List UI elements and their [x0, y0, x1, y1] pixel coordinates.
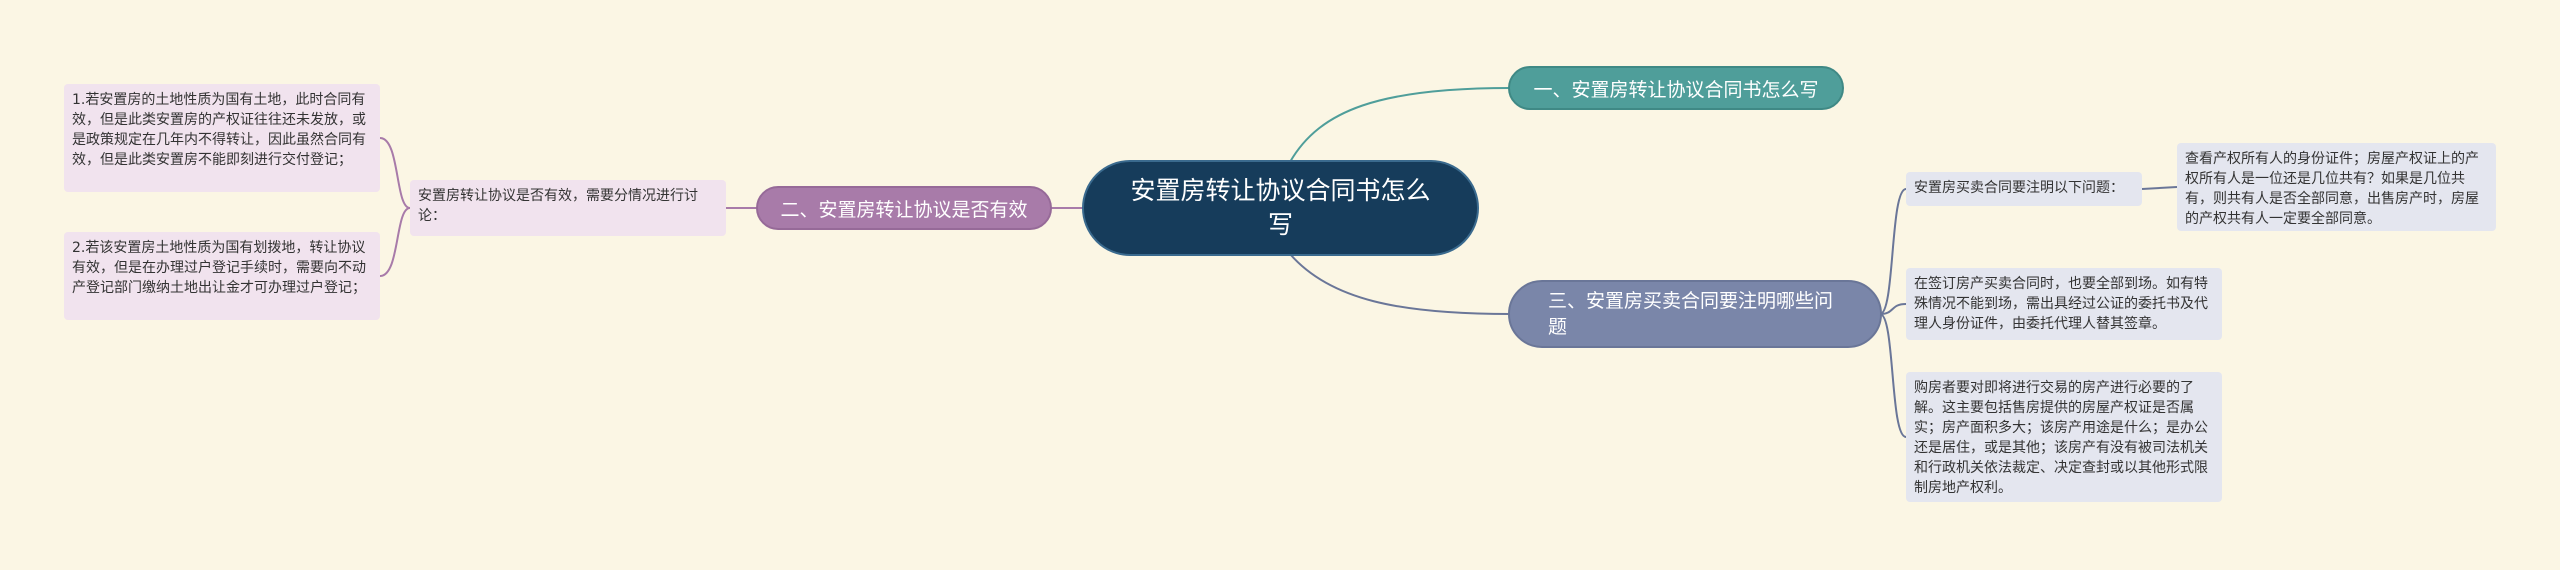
branch-3-item-1-text: 在签订房产买卖合同时，也要全部到场。如有特殊情况不能到场，需出具经过公证的委托书… — [1914, 276, 2208, 332]
branch-2-item-1[interactable]: 1.若安置房的土地性质为国有土地，此时合同有效，但是此类安置房的产权证往往还未发… — [64, 84, 380, 192]
branch-2-label: 二、安置房转让协议是否有效 — [780, 198, 1028, 221]
branch-3-item-2[interactable]: 购房者要对即将进行交易的房产进行必要的了解。这主要包括售房提供的房屋产权证是否属… — [1906, 372, 2222, 502]
branch-1[interactable]: 一、安置房转让协议合同书怎么写 — [1508, 66, 1844, 110]
branch-2-item-2-text: 2.若该安置房土地性质为国有划拨地，转让协议有效，但是在办理过户登记手续时，需要… — [72, 240, 366, 296]
link-center-b1 — [1289, 87, 1511, 163]
branch-3-intro-child[interactable]: 查看产权所有人的身份证件；房屋产权证上的产权所有人是一位还是几位共有？如果是几位… — [2177, 143, 2496, 231]
branch-1-label: 一、安置房转让协议合同书怎么写 — [1533, 78, 1819, 101]
branch-2[interactable]: 二、安置房转让协议是否有效 — [756, 186, 1052, 230]
branch-3-intro-child-text: 查看产权所有人的身份证件；房屋产权证上的产权所有人是一位还是几位共有？如果是几位… — [2185, 151, 2479, 227]
link-intro-item2 — [379, 207, 411, 277]
link-intro-item1 — [379, 137, 411, 209]
branch-2-item-2[interactable]: 2.若该安置房土地性质为国有划拨地，转让协议有效，但是在办理过户登记手续时，需要… — [64, 232, 380, 320]
branch-3-intro[interactable]: 安置房买卖合同要注明以下问题： — [1906, 172, 2142, 206]
central-topic[interactable]: 安置房转让协议合同书怎么写 — [1082, 160, 1479, 256]
link-center-b3 — [1289, 253, 1511, 315]
link-b3-item2 — [1879, 313, 1907, 438]
branch-2-intro-text: 安置房转让协议是否有效，需要分情况进行讨论： — [418, 188, 698, 224]
branch-3-item-2-text: 购房者要对即将进行交易的房产进行必要的了解。这主要包括售房提供的房屋产权证是否属… — [1914, 380, 2208, 496]
branch-3[interactable]: 三、安置房买卖合同要注明哪些问题 — [1508, 280, 1882, 348]
branch-3-intro-text: 安置房买卖合同要注明以下问题： — [1914, 180, 2124, 196]
link-intro-child — [2141, 186, 2178, 190]
link-b3-item1 — [1879, 303, 1907, 315]
link-b3-intro — [1879, 188, 1907, 315]
branch-2-item-1-text: 1.若安置房的土地性质为国有土地，此时合同有效，但是此类安置房的产权证往往还未发… — [72, 92, 366, 168]
branch-3-item-1[interactable]: 在签订房产买卖合同时，也要全部到场。如有特殊情况不能到场，需出具经过公证的委托书… — [1906, 268, 2222, 340]
branch-3-label: 三、安置房买卖合同要注明哪些问题 — [1548, 290, 1834, 338]
branch-2-intro[interactable]: 安置房转让协议是否有效，需要分情况进行讨论： — [410, 180, 726, 236]
central-topic-text: 安置房转让协议合同书怎么写 — [1130, 176, 1431, 239]
